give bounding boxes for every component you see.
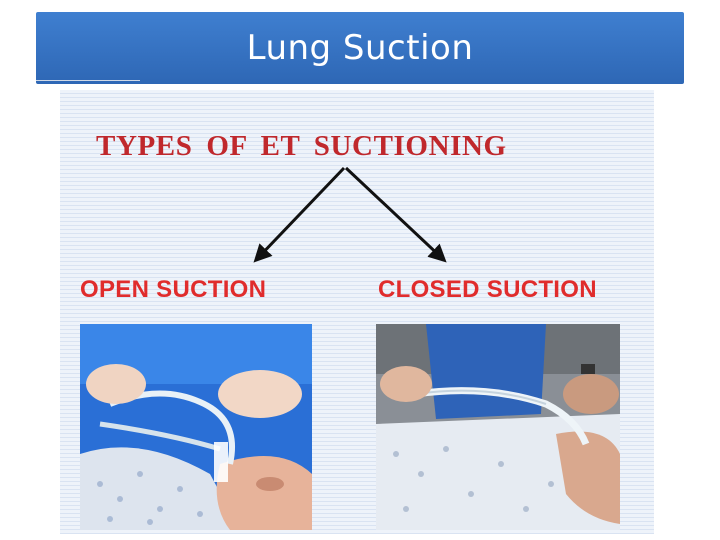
open-suction-photo xyxy=(80,324,312,530)
title-bar xyxy=(36,12,684,84)
arrow-to-closed-suction xyxy=(344,166,447,263)
slide-title: Lung Suction xyxy=(246,28,474,68)
title-divider xyxy=(36,80,140,81)
open-suction-label: OPEN SUCTION xyxy=(80,276,267,303)
closed-suction-label: CLOSED SUCTION xyxy=(378,276,597,303)
diagram-heading: TYPES OF ET SUCTIONING xyxy=(96,130,507,162)
closed-suction-photo xyxy=(376,324,620,530)
arrow-to-open-suction xyxy=(253,166,346,263)
suctioning-diagram-panel: TYPES OF ET SUCTIONING OPEN SUCTION CLOS… xyxy=(60,90,654,534)
branch-arrows xyxy=(253,166,447,263)
